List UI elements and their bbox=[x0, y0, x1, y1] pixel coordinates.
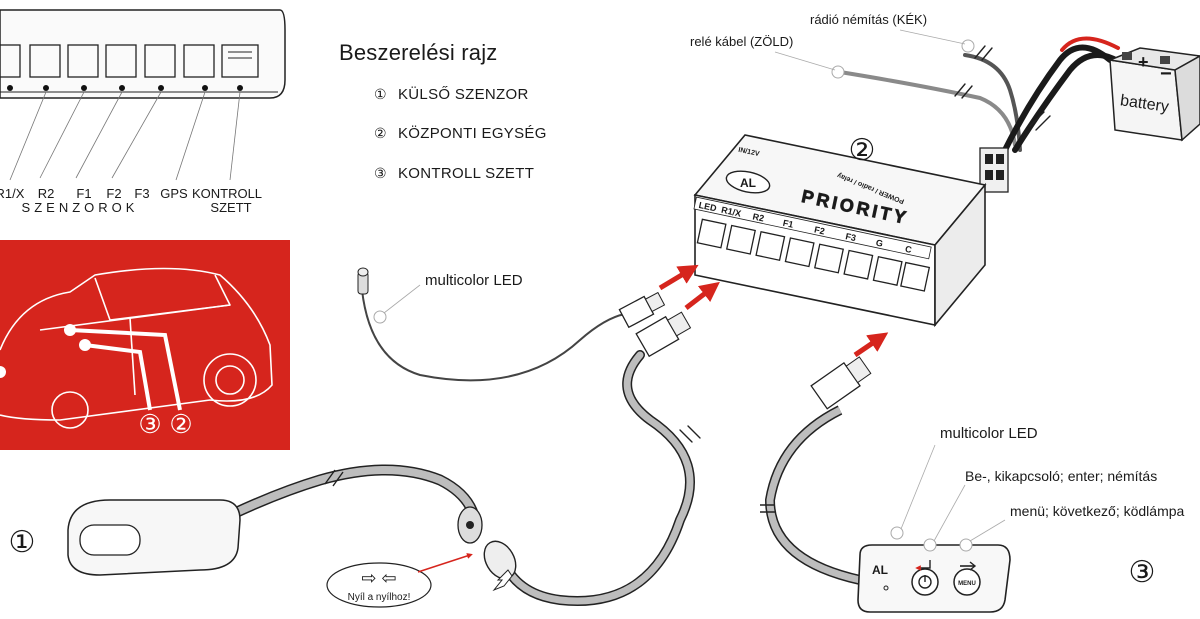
port-label-f2: F2 bbox=[813, 224, 825, 236]
relay-cable-label: relé kábel (ZÖLD) bbox=[690, 34, 794, 49]
legend-number-3: ③ bbox=[374, 165, 387, 181]
car-point-left bbox=[0, 366, 6, 378]
central-unit-brand: AL bbox=[740, 176, 756, 190]
port-label-c: C bbox=[904, 244, 913, 255]
power-button-label: Be-, kikapcsoló; enter; némítás bbox=[965, 468, 1158, 484]
sensor-group-label: SZENZOROK bbox=[22, 200, 139, 215]
car-number-3: ③ bbox=[138, 409, 161, 439]
car-point-front bbox=[64, 324, 76, 336]
panel-port-label-f3: F3 bbox=[134, 186, 149, 201]
external-sensor-number: ① bbox=[9, 526, 36, 559]
legend-number-2: ② bbox=[374, 125, 387, 141]
sensor-plug-socket bbox=[483, 540, 517, 592]
control-led-label: multicolor LED bbox=[940, 425, 1038, 442]
radio-mute-callout bbox=[961, 39, 975, 53]
arrow-hint-text: Nyíl a nyílhoz! bbox=[348, 592, 411, 603]
battery-icon: + − battery bbox=[1107, 47, 1200, 142]
arrow-hint-bubble: ⇨ ⇦ Nyíl a nyílhoz! bbox=[326, 553, 473, 608]
car-panel-background bbox=[0, 240, 290, 450]
central-unit: AL PRIORITY IN/12V POWER / radio / relay… bbox=[693, 134, 987, 328]
menu-button-callout bbox=[959, 538, 973, 552]
battery-minus: − bbox=[1160, 63, 1172, 85]
legend-text-2: KÖZPONTI EGYSÉG bbox=[398, 125, 547, 142]
port-label-led: LED bbox=[698, 200, 718, 214]
top-led-callout bbox=[373, 310, 387, 324]
panel-port-label-kontroll: KONTROLL bbox=[192, 186, 262, 201]
panel-port-label-f2: F2 bbox=[106, 186, 121, 201]
socket-arrow-icon bbox=[492, 569, 513, 592]
port-label-r1x: R1/X bbox=[720, 205, 742, 219]
legend-item-central-unit: ② KÖZPONTI EGYSÉG bbox=[374, 125, 547, 142]
port-label-g: G bbox=[875, 238, 884, 249]
battery-label: battery bbox=[1119, 92, 1170, 116]
sensor-panel-ports bbox=[0, 44, 259, 78]
panel-port-label-r2: R2 bbox=[38, 186, 55, 201]
control-led-callout bbox=[890, 526, 904, 540]
car-wire-routes bbox=[69, 328, 182, 411]
arrow-hint-glyphs: ⇨ ⇦ bbox=[361, 568, 396, 588]
central-unit-ports bbox=[696, 218, 931, 292]
top-led-label: multicolor LED bbox=[425, 272, 523, 289]
enter-arrow-icon bbox=[915, 560, 931, 571]
control-unit-brand: AL bbox=[872, 563, 888, 577]
panel-port-label-f1: F1 bbox=[76, 186, 91, 201]
legend-text-3: KONTROLL SZETT bbox=[398, 165, 535, 182]
radio-mute-label: rádió némítás (KÉK) bbox=[810, 12, 928, 27]
port-label-r2: R2 bbox=[752, 211, 765, 223]
panel-port-label-szett: SZETT bbox=[210, 200, 251, 215]
port-label-f3: F3 bbox=[845, 231, 857, 243]
control-unit: AL MENU ③ bbox=[857, 444, 1156, 613]
central-unit-side-label: IN/12V bbox=[738, 147, 761, 158]
control-led-dot bbox=[883, 585, 889, 591]
panel-port-label-gps: GPS bbox=[160, 186, 188, 201]
relay-cable-callout bbox=[831, 65, 845, 79]
legend-item-control-set: ③ KONTROLL SZETT bbox=[374, 165, 534, 182]
external-sensor: ① bbox=[9, 464, 483, 576]
menu-button bbox=[953, 568, 981, 596]
control-unit-number: ③ bbox=[1129, 556, 1156, 589]
panel-port-label-r1x: R1/X bbox=[0, 186, 25, 201]
central-unit-port-labels: LED R1/X R2 F1 F2 F3 G C bbox=[693, 196, 932, 260]
power-button-callout bbox=[923, 538, 937, 552]
top-led-assembly bbox=[357, 267, 666, 382]
sensor-panel-leaders bbox=[9, 91, 241, 181]
legend-number-1: ① bbox=[374, 86, 387, 102]
car-panel: ③ ② bbox=[0, 240, 290, 450]
legend-item-external-sensor: ① KÜLSŐ SZENZOR bbox=[374, 86, 529, 103]
control-cable bbox=[760, 356, 872, 585]
car-number-2: ② bbox=[169, 409, 192, 439]
menu-button-desc-label: menü; következő; ködlámpa bbox=[1010, 503, 1185, 519]
insertion-arrows bbox=[658, 264, 889, 358]
sensor-cable bbox=[500, 311, 701, 606]
sensor-panel-dots bbox=[7, 85, 243, 91]
car-point-dash bbox=[79, 339, 91, 351]
central-unit-number: ② bbox=[849, 134, 876, 167]
central-unit-logo bbox=[725, 170, 771, 194]
battery-plus: + bbox=[1138, 52, 1149, 72]
diagram-title: Beszerelési rajz bbox=[339, 40, 498, 65]
sensor-port-panel: R1/X R2 F1 F2 F3 GPS KONTROLL SZETT SZEN… bbox=[0, 9, 286, 215]
legend-text-1: KÜLSŐ SZENZOR bbox=[398, 86, 529, 103]
port-label-f1: F1 bbox=[782, 218, 794, 230]
power-wires bbox=[838, 36, 1133, 153]
menu-button-label: MENU bbox=[958, 581, 976, 587]
